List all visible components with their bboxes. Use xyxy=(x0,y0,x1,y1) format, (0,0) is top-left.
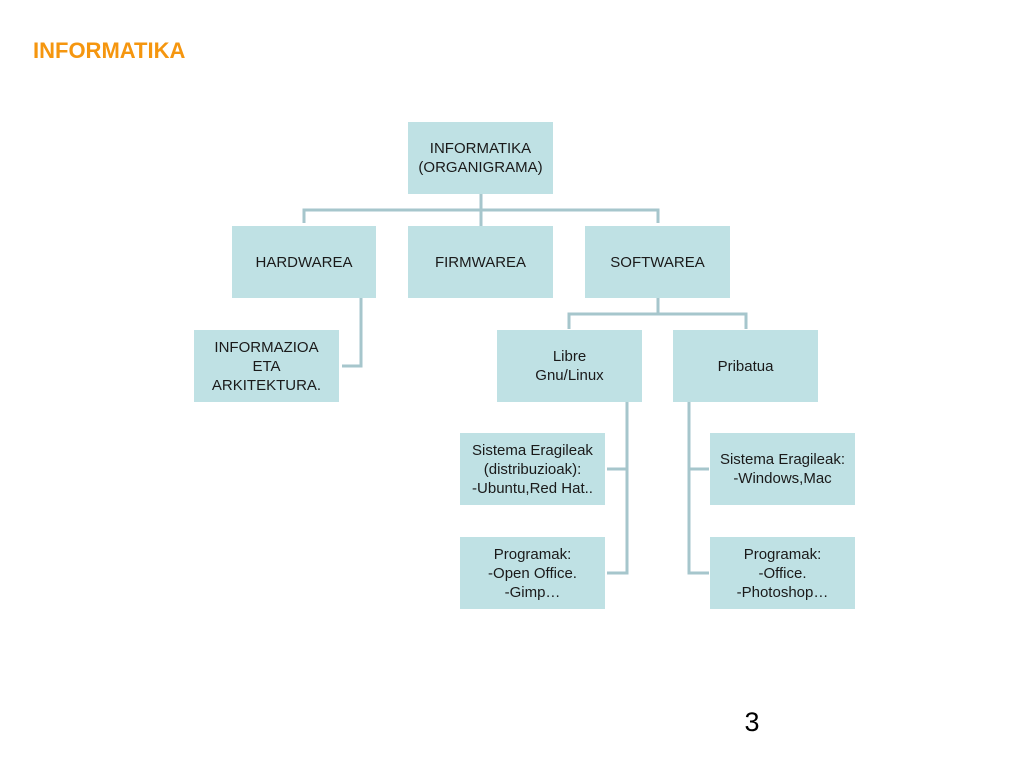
org-node-informazioa: INFORMAZIOA ETA ARKITEKTURA. xyxy=(194,330,339,402)
slide-title: INFORMATIKA xyxy=(33,38,186,63)
org-node-libre-sistema-eragileak: Sistema Eragileak (distribuzioak): -Ubun… xyxy=(460,433,605,505)
org-node-hardwarea: HARDWAREA xyxy=(232,226,376,298)
connector-root-to-level1 xyxy=(302,194,660,226)
connector-softwarea-to-libre-pribatua xyxy=(567,298,748,329)
page-number: 3 xyxy=(744,707,760,737)
org-node-pribatua-programak: Programak: -Office. -Photoshop… xyxy=(710,537,855,609)
connector-hardwarea-to-informazioa xyxy=(342,298,363,368)
connector-lines xyxy=(302,194,748,575)
connector-pribatua-to-children xyxy=(687,402,709,575)
org-node-firmwarea: FIRMWAREA xyxy=(408,226,553,298)
org-node-libre-programak: Programak: -Open Office. -Gimp… xyxy=(460,537,605,609)
org-node-informatika: INFORMATIKA (ORGANIGRAMA) xyxy=(408,122,553,194)
org-node-libre: Libre Gnu/Linux xyxy=(497,330,642,402)
org-node-pribatua-sistema-eragileak: Sistema Eragileak: -Windows,Mac xyxy=(710,433,855,505)
org-node-softwarea: SOFTWAREA xyxy=(585,226,730,298)
org-node-pribatua: Pribatua xyxy=(673,330,818,402)
connector-libre-to-children xyxy=(607,402,629,575)
